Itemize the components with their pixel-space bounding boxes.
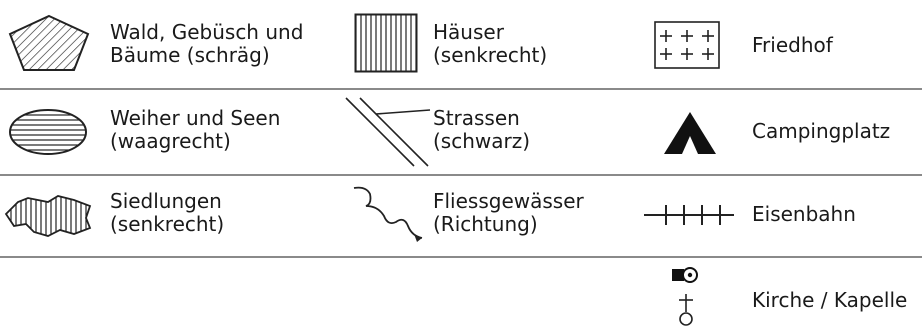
stream-arrow-icon [352, 184, 428, 244]
row-separator [0, 256, 922, 258]
pond-hatch-ellipse-icon [8, 108, 88, 156]
cemetery-crosses-icon [654, 21, 720, 69]
houses-label: Häuser (senkrecht) [433, 20, 548, 67]
camping-label: Campingplatz [752, 119, 891, 143]
cemetery-label: Friedhof [752, 33, 833, 57]
tent-triangle-icon [662, 110, 718, 156]
forest-hatch-pentagon-icon [8, 14, 90, 72]
houses-hatch-rect-icon [354, 13, 418, 73]
road-lines-icon [344, 96, 431, 168]
row-separator [0, 88, 922, 90]
forest-label: Wald, Gebüsch und Bäume (schräg) [110, 20, 304, 67]
church-chapel-icon [664, 264, 710, 328]
roads-label: Strassen (schwarz) [433, 106, 531, 153]
row-separator [0, 174, 922, 176]
ponds-label: Weiher und Seen (waagrecht) [110, 106, 281, 153]
settlement-hatch-icon [4, 194, 94, 238]
railway-label: Eisenbahn [752, 202, 856, 226]
railway-track-icon [642, 202, 736, 228]
streams-label: Fliessgewässer (Richtung) [433, 189, 584, 236]
settlements-label: Siedlungen (senkrecht) [110, 189, 225, 236]
church-label: Kirche / Kapelle [752, 288, 908, 312]
